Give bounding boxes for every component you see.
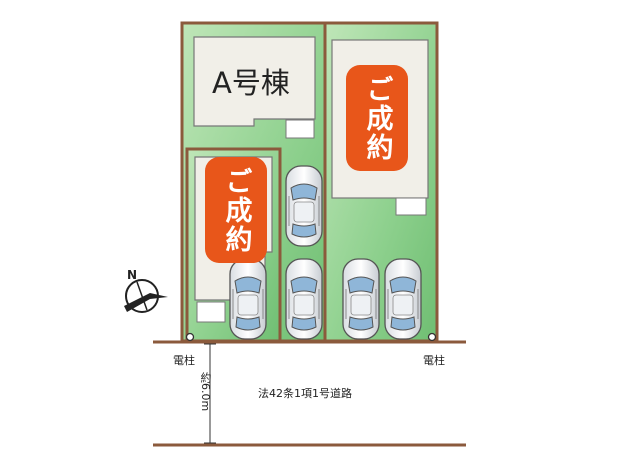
car-5 [384,258,422,340]
lot-b-sold-badge: ご成約 [205,157,267,263]
house-c-porch [395,197,427,216]
house-a [193,36,316,127]
road [153,342,466,445]
house-a-porch [285,119,315,139]
road-width-label: 約6.0m [199,372,212,412]
lot-a-label: A号棟 [212,66,290,100]
car-1 [285,165,323,247]
car-2 [229,258,267,340]
house-b-porch [196,301,226,323]
road-type-label: 法42条1項1号道路 [258,387,352,400]
utility-pole-right-label: 電柱 [423,354,445,367]
compass-icon [124,279,168,313]
utility-pole-left-label: 電柱 [173,354,195,367]
car-4 [342,258,380,340]
car-3 [285,258,323,340]
utility-pole-left [185,332,195,342]
compass-north-label: N [127,268,138,282]
utility-pole-right [427,332,437,342]
lot-c-sold-badge: ご成約 [346,65,408,171]
